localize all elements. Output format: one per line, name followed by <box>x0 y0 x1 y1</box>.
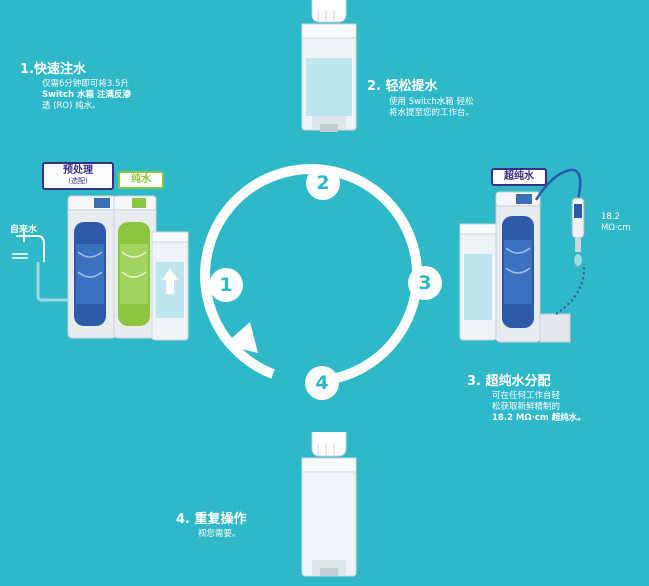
step-4-title: 4. 重复操作 <box>176 512 247 527</box>
step-3-title: 3. 超纯水分配 <box>467 374 551 389</box>
pretreatment-tag: 预处理 (选配) <box>42 162 114 190</box>
step-1-block: 1.快速注水 仅需6分钟即可将3.5升 Switch 水箱 注满反渗 透 (RO… <box>20 62 131 112</box>
left-system <box>12 195 189 341</box>
dispenser-icon <box>571 197 585 266</box>
ultrapure-water-tag: 超纯水 <box>491 168 547 186</box>
water-tank-icon <box>301 432 357 577</box>
cycle-number-4: 4 <box>305 366 339 400</box>
step-4-desc: 视您需要。 <box>198 529 241 539</box>
step-3-block: 3. 超纯水分配 可在任何工作台轻 松获取新鲜精制的 18.2 MΩ·cm 超纯… <box>467 374 586 424</box>
right-system <box>459 168 586 343</box>
step-2-title: 2. 轻松提水 <box>367 79 438 94</box>
hand-icon <box>311 432 347 457</box>
step-2-desc: 使用 Switch水箱 轻松 将水提至您的工作台。 <box>389 97 475 118</box>
step-1-title: 1.快速注水 <box>20 62 86 77</box>
step-2-block: 2. 轻松提水 使用 Switch水箱 轻松 将水提至您的工作台。 <box>367 79 474 119</box>
cycle-number-1: 1 <box>209 268 243 302</box>
cycle-number-2: 2 <box>306 166 340 200</box>
hand-icon <box>311 0 347 23</box>
cycle-number-3: 3 <box>408 266 442 300</box>
step-1-desc: 仅需6分钟即可将3.5升 Switch 水箱 注满反渗 透 (RO) 纯水。 <box>42 79 131 111</box>
water-tank-icon <box>301 0 357 132</box>
step-3-desc: 可在任何工作台轻 松获取新鲜精制的 18.2 MΩ·cm 超纯水。 <box>492 391 586 423</box>
resistivity-label: 18.2 MΩ·cm <box>601 212 631 233</box>
cycle-arrow-icon <box>224 322 258 353</box>
faucet-icon <box>12 230 45 262</box>
step-4-block: 4. 重复操作 视您需要。 <box>176 512 247 540</box>
pure-water-tag: 纯水 <box>118 171 164 189</box>
